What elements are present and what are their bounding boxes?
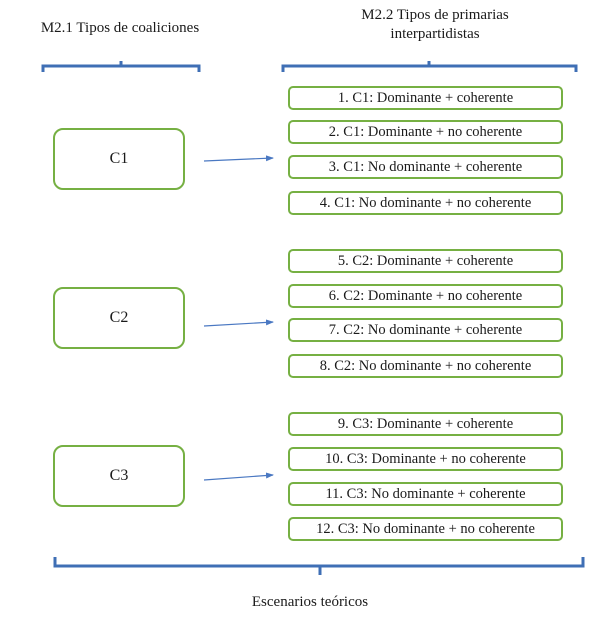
primary-types-heading-line2: interpartidistas <box>390 26 480 42</box>
scenario-label: 11. C3: No dominante + coherente <box>325 485 526 502</box>
scenario-box: 4. C1: No dominante + no coherente <box>288 191 563 215</box>
arrow-c2 <box>203 319 274 327</box>
coalition-label: C2 <box>109 309 129 326</box>
scenario-label: 10. C3: Dominante + no coherente <box>325 450 526 467</box>
scenario-label: 7. C2: No dominante + coherente <box>328 321 523 338</box>
scenario-label: 1. C1: Dominante + coherente <box>337 89 514 106</box>
scenario-label: 8. C2: No dominante + no coherente <box>319 357 532 374</box>
scenario-box: 9. C3: Dominante + coherente <box>288 412 563 436</box>
coalition-box-c1: C1 <box>53 128 185 190</box>
scenario-box: 11. C3: No dominante + coherente <box>288 482 563 506</box>
scenarios-bracket <box>53 557 585 575</box>
arrow-c3 <box>203 472 274 481</box>
scenario-box: 2. C1: Dominante + no coherente <box>288 120 563 144</box>
scenario-label: 2. C1: Dominante + no coherente <box>328 123 523 140</box>
primary-types-heading-line1: M2.2 Tipos de primarias <box>361 7 509 23</box>
coalition-types-bracket <box>41 61 201 72</box>
primary-types-heading: M2.2 Tipos de primarias interpartidistas <box>300 6 570 44</box>
scenario-label: 6. C2: Dominante + no coherente <box>328 287 523 304</box>
coalition-label: C3 <box>109 467 129 484</box>
coalition-types-heading-text: M2.1 Tipos de coaliciones <box>40 20 200 36</box>
theoretical-scenarios-caption: Escenarios teóricos <box>251 594 369 610</box>
scenario-box: 3. C1: No dominante + coherente <box>288 155 563 179</box>
scenario-label: 3. C1: No dominante + coherente <box>328 158 523 175</box>
scenario-label: 4. C1: No dominante + no coherente <box>319 194 532 211</box>
scenario-box: 8. C2: No dominante + no coherente <box>288 354 563 378</box>
primary-types-bracket <box>281 61 578 72</box>
coalition-box-c2: C2 <box>53 287 185 349</box>
scenario-box: 5. C2: Dominante + coherente <box>288 249 563 273</box>
scenario-box: 7. C2: No dominante + coherente <box>288 318 563 342</box>
scenario-box: 6. C2: Dominante + no coherente <box>288 284 563 308</box>
scenario-label: 5. C2: Dominante + coherente <box>337 252 514 269</box>
scenario-box: 12. C3: No dominante + no coherente <box>288 517 563 541</box>
coalition-box-c3: C3 <box>53 445 185 507</box>
scenario-label: 9. C3: Dominante + coherente <box>337 415 514 432</box>
scenario-box: 10. C3: Dominante + no coherente <box>288 447 563 471</box>
coalition-types-heading: M2.1 Tipos de coaliciones <box>20 19 220 38</box>
coalition-label: C1 <box>109 150 129 167</box>
arrow-c1 <box>203 155 274 162</box>
scenario-label: 12. C3: No dominante + no coherente <box>316 520 535 537</box>
scenario-box: 1. C1: Dominante + coherente <box>288 86 563 110</box>
